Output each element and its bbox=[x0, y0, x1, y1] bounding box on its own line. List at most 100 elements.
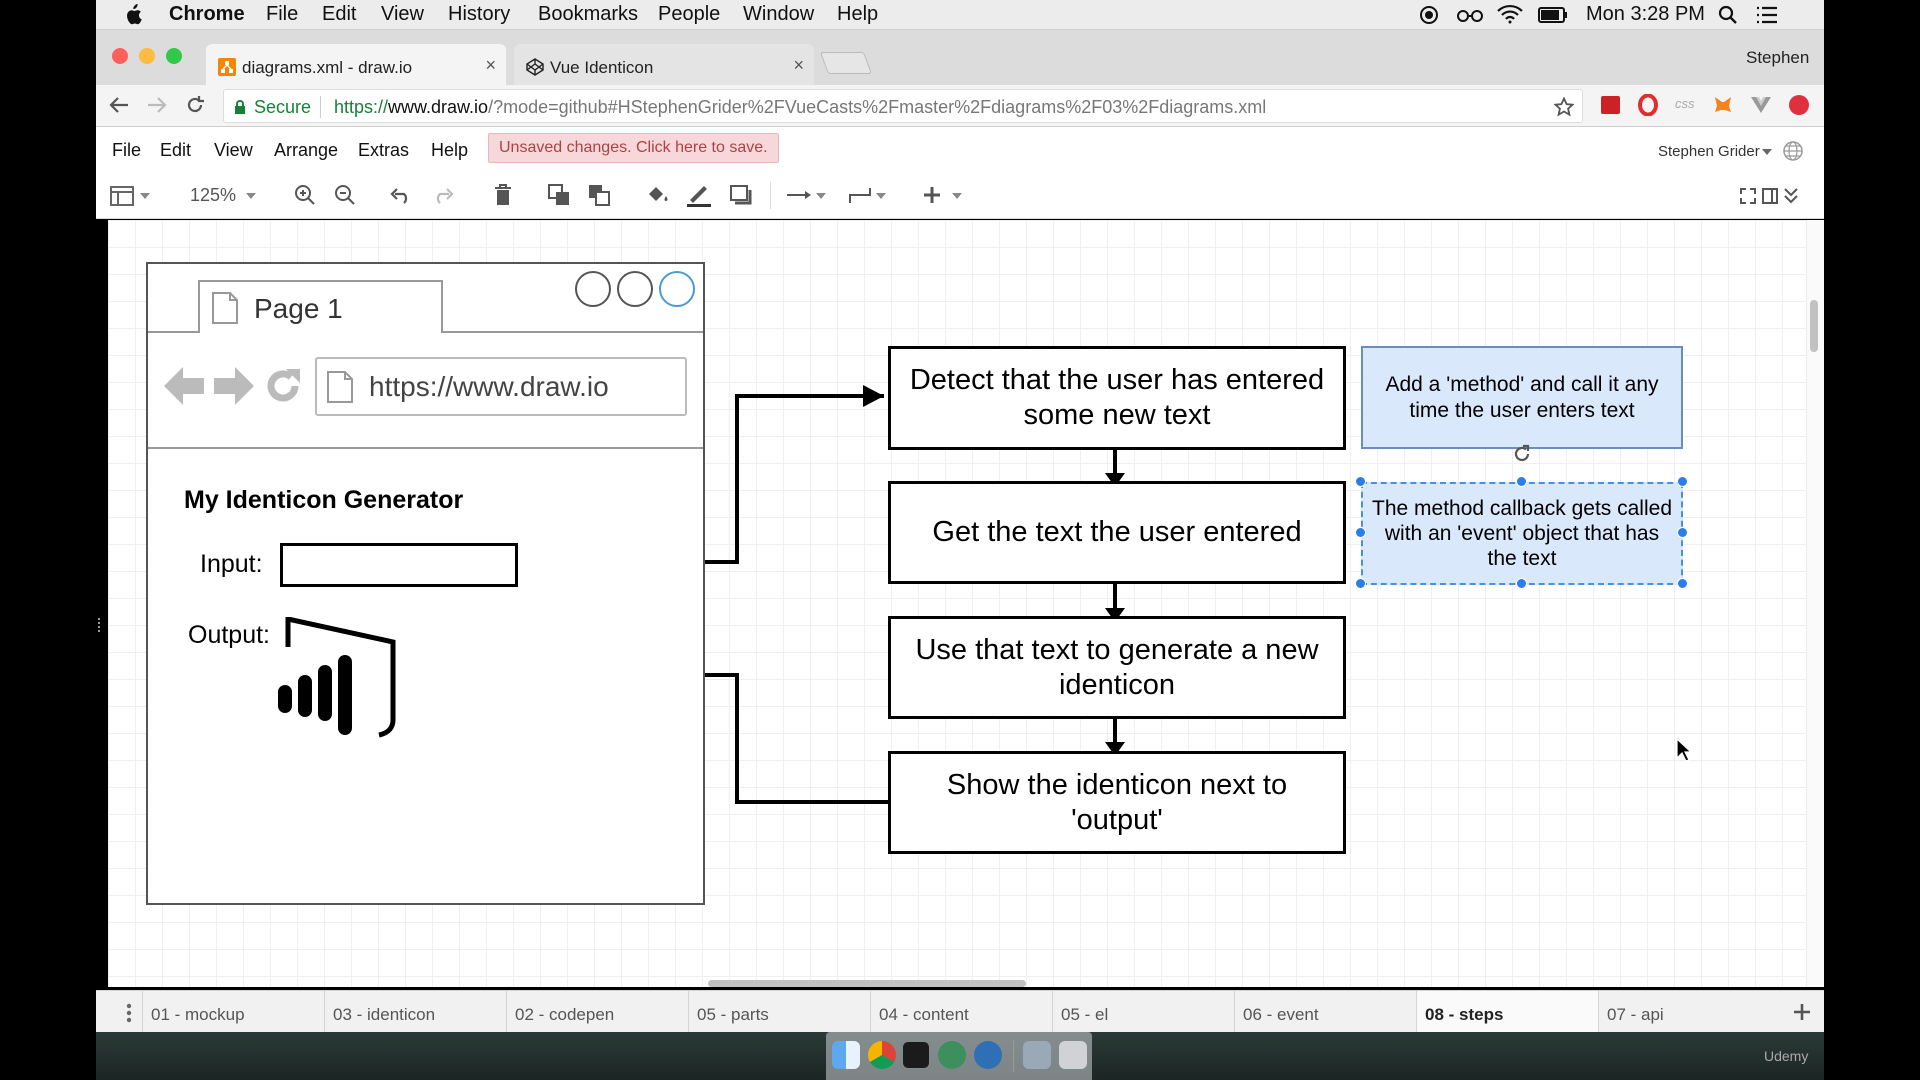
bookmark-star-icon[interactable] bbox=[1554, 97, 1574, 117]
menu-app-name[interactable]: Chrome bbox=[169, 3, 245, 25]
format-panel-chevron-icon[interactable] bbox=[140, 193, 150, 199]
zoom-in-icon[interactable] bbox=[294, 184, 316, 206]
flow-step-1[interactable]: Detect that the user has entered some ne… bbox=[888, 346, 1346, 450]
mac-menu-bookmarks[interactable]: Bookmarks bbox=[538, 3, 639, 25]
page-tab-03-identicon[interactable]: 03 - identicon bbox=[324, 991, 506, 1033]
page-tab-05-el[interactable]: 05 - el bbox=[1052, 991, 1234, 1033]
page-tab-07-api[interactable]: 07 - api bbox=[1598, 991, 1780, 1033]
left-panel-grip[interactable] bbox=[98, 618, 103, 632]
window-zoom-button[interactable] bbox=[166, 48, 182, 64]
collapse-chevron-icon[interactable] bbox=[1784, 187, 1798, 205]
insert-chevron-icon[interactable] bbox=[952, 193, 962, 199]
tab-vue-identicon-close-icon[interactable]: × bbox=[793, 55, 804, 75]
opera-extension-icon[interactable] bbox=[1638, 94, 1658, 116]
back-icon[interactable] bbox=[109, 96, 129, 114]
note-add-method[interactable]: Add a 'method' and call it any time the … bbox=[1361, 346, 1683, 449]
fill-color-icon[interactable] bbox=[646, 184, 670, 206]
add-page-icon[interactable] bbox=[1793, 1003, 1811, 1021]
horizontal-scroll-thumb[interactable] bbox=[708, 980, 1026, 987]
zoom-out-icon[interactable] bbox=[334, 184, 356, 206]
menu-clock[interactable]: Mon 3:28 PM bbox=[1586, 3, 1705, 25]
app-menu-help[interactable]: Help bbox=[431, 140, 469, 160]
window-close-button[interactable] bbox=[112, 48, 128, 64]
finder-dock-icon[interactable] bbox=[832, 1041, 860, 1069]
flow-step-4[interactable]: Show the identicon next to 'output' bbox=[888, 751, 1346, 854]
note-method-callback[interactable]: The method callback gets called with an … bbox=[1361, 482, 1683, 585]
mac-menu-history[interactable]: History bbox=[448, 3, 511, 25]
browser-mockup[interactable]: Page 1 https://www.draw.io My Identicon … bbox=[146, 262, 705, 905]
lastpass-extension-icon[interactable] bbox=[1601, 96, 1620, 114]
terminal-dock-icon[interactable] bbox=[902, 1041, 930, 1069]
user-dropdown-chevron-icon[interactable] bbox=[1762, 149, 1772, 155]
waypoints-icon[interactable] bbox=[848, 185, 872, 205]
fullscreen-icon[interactable] bbox=[1740, 188, 1756, 204]
waypoints-chevron-icon[interactable] bbox=[876, 193, 886, 199]
vertical-scrollbar[interactable] bbox=[1806, 220, 1824, 987]
rotate-handle-icon[interactable] bbox=[1511, 443, 1533, 465]
mac-menu-edit[interactable]: Edit bbox=[322, 3, 357, 25]
reload-icon[interactable] bbox=[185, 95, 205, 115]
trash-dock-icon[interactable] bbox=[1059, 1041, 1087, 1069]
notification-center-icon[interactable] bbox=[1756, 6, 1778, 24]
resize-handle-sw[interactable] bbox=[1355, 578, 1366, 589]
app-menu-extras[interactable]: Extras bbox=[358, 140, 410, 160]
flow-step-3[interactable]: Use that text to generate a new identico… bbox=[888, 616, 1346, 719]
adblock-extension-icon[interactable] bbox=[1789, 95, 1809, 115]
resize-handle-nw[interactable] bbox=[1355, 476, 1366, 487]
downloads-folder-dock-icon[interactable] bbox=[1023, 1041, 1051, 1069]
diagram-canvas[interactable]: Page 1 https://www.draw.io My Identicon … bbox=[108, 220, 1806, 987]
unsaved-changes-button[interactable]: Unsaved changes. Click here to save. bbox=[488, 133, 779, 163]
language-globe-icon[interactable] bbox=[1782, 140, 1804, 162]
apple-icon[interactable] bbox=[124, 4, 142, 25]
window-minimize-button[interactable] bbox=[139, 48, 155, 64]
zoom-level[interactable]: 125% bbox=[190, 185, 237, 205]
page-tab-01-mockup[interactable]: 01 - mockup bbox=[142, 991, 324, 1033]
app-menu-arrange[interactable]: Arrange bbox=[274, 140, 339, 160]
to-front-icon[interactable] bbox=[548, 184, 570, 206]
chrome-dock-icon[interactable] bbox=[868, 1041, 896, 1069]
split-panel-icon[interactable] bbox=[1762, 188, 1778, 204]
metamask-extension-icon[interactable] bbox=[1713, 95, 1733, 115]
resize-handle-s[interactable] bbox=[1516, 578, 1527, 589]
resize-handle-ne[interactable] bbox=[1677, 476, 1688, 487]
browser-dock-icon[interactable] bbox=[974, 1041, 1002, 1069]
connection-style-chevron-icon[interactable] bbox=[816, 193, 826, 199]
app-menu-file[interactable]: File bbox=[112, 140, 142, 160]
page-tab-06-event[interactable]: 06 - event bbox=[1234, 991, 1416, 1033]
line-color-icon[interactable] bbox=[686, 182, 712, 208]
redo-icon[interactable] bbox=[432, 186, 454, 204]
battery-icon[interactable] bbox=[1538, 7, 1568, 23]
zoom-chevron-icon[interactable] bbox=[246, 193, 256, 199]
profile-name[interactable]: Stephen bbox=[1746, 48, 1810, 67]
mac-menu-people[interactable]: People bbox=[658, 3, 721, 25]
mac-menu-file[interactable]: File bbox=[266, 3, 299, 25]
delete-icon[interactable] bbox=[494, 184, 512, 206]
mac-menu-view[interactable]: View bbox=[381, 3, 424, 25]
insert-plus-icon[interactable] bbox=[922, 185, 942, 205]
shadow-icon[interactable] bbox=[730, 185, 752, 205]
tab-vue-identicon[interactable]: Vue Identicon × bbox=[514, 44, 814, 85]
mac-menu-window[interactable]: Window bbox=[743, 3, 815, 25]
flow-step-2[interactable]: Get the text the user entered bbox=[888, 481, 1346, 584]
css-extension-icon[interactable]: css bbox=[1675, 96, 1695, 111]
page-tab-04-content[interactable]: 04 - content bbox=[870, 991, 1052, 1033]
glasses-icon[interactable] bbox=[1457, 7, 1483, 23]
screen-record-icon[interactable] bbox=[1419, 5, 1439, 25]
app-menu-view[interactable]: View bbox=[214, 140, 253, 160]
forward-icon[interactable] bbox=[147, 96, 167, 114]
address-bar[interactable]: Secure https://www.draw.io/?mode=github#… bbox=[223, 89, 1583, 123]
atom-dock-icon[interactable] bbox=[938, 1041, 966, 1069]
connection-style-icon[interactable] bbox=[786, 190, 812, 200]
page-tab-02-codepen[interactable]: 02 - codepen bbox=[506, 991, 688, 1033]
spotlight-search-icon[interactable] bbox=[1718, 5, 1738, 25]
undo-icon[interactable] bbox=[390, 186, 412, 204]
page-tab-05-parts[interactable]: 05 - parts bbox=[688, 991, 870, 1033]
resize-handle-w[interactable] bbox=[1355, 527, 1366, 538]
to-back-icon[interactable] bbox=[588, 184, 610, 206]
user-name[interactable]: Stephen Grider bbox=[1658, 143, 1760, 160]
page-tab-08-steps[interactable]: 08 - steps bbox=[1416, 991, 1598, 1033]
format-panel-icon[interactable] bbox=[110, 186, 134, 206]
wifi-icon[interactable] bbox=[1497, 4, 1523, 24]
app-menu-edit[interactable]: Edit bbox=[160, 140, 192, 160]
pages-menu-icon[interactable] bbox=[126, 1003, 132, 1023]
